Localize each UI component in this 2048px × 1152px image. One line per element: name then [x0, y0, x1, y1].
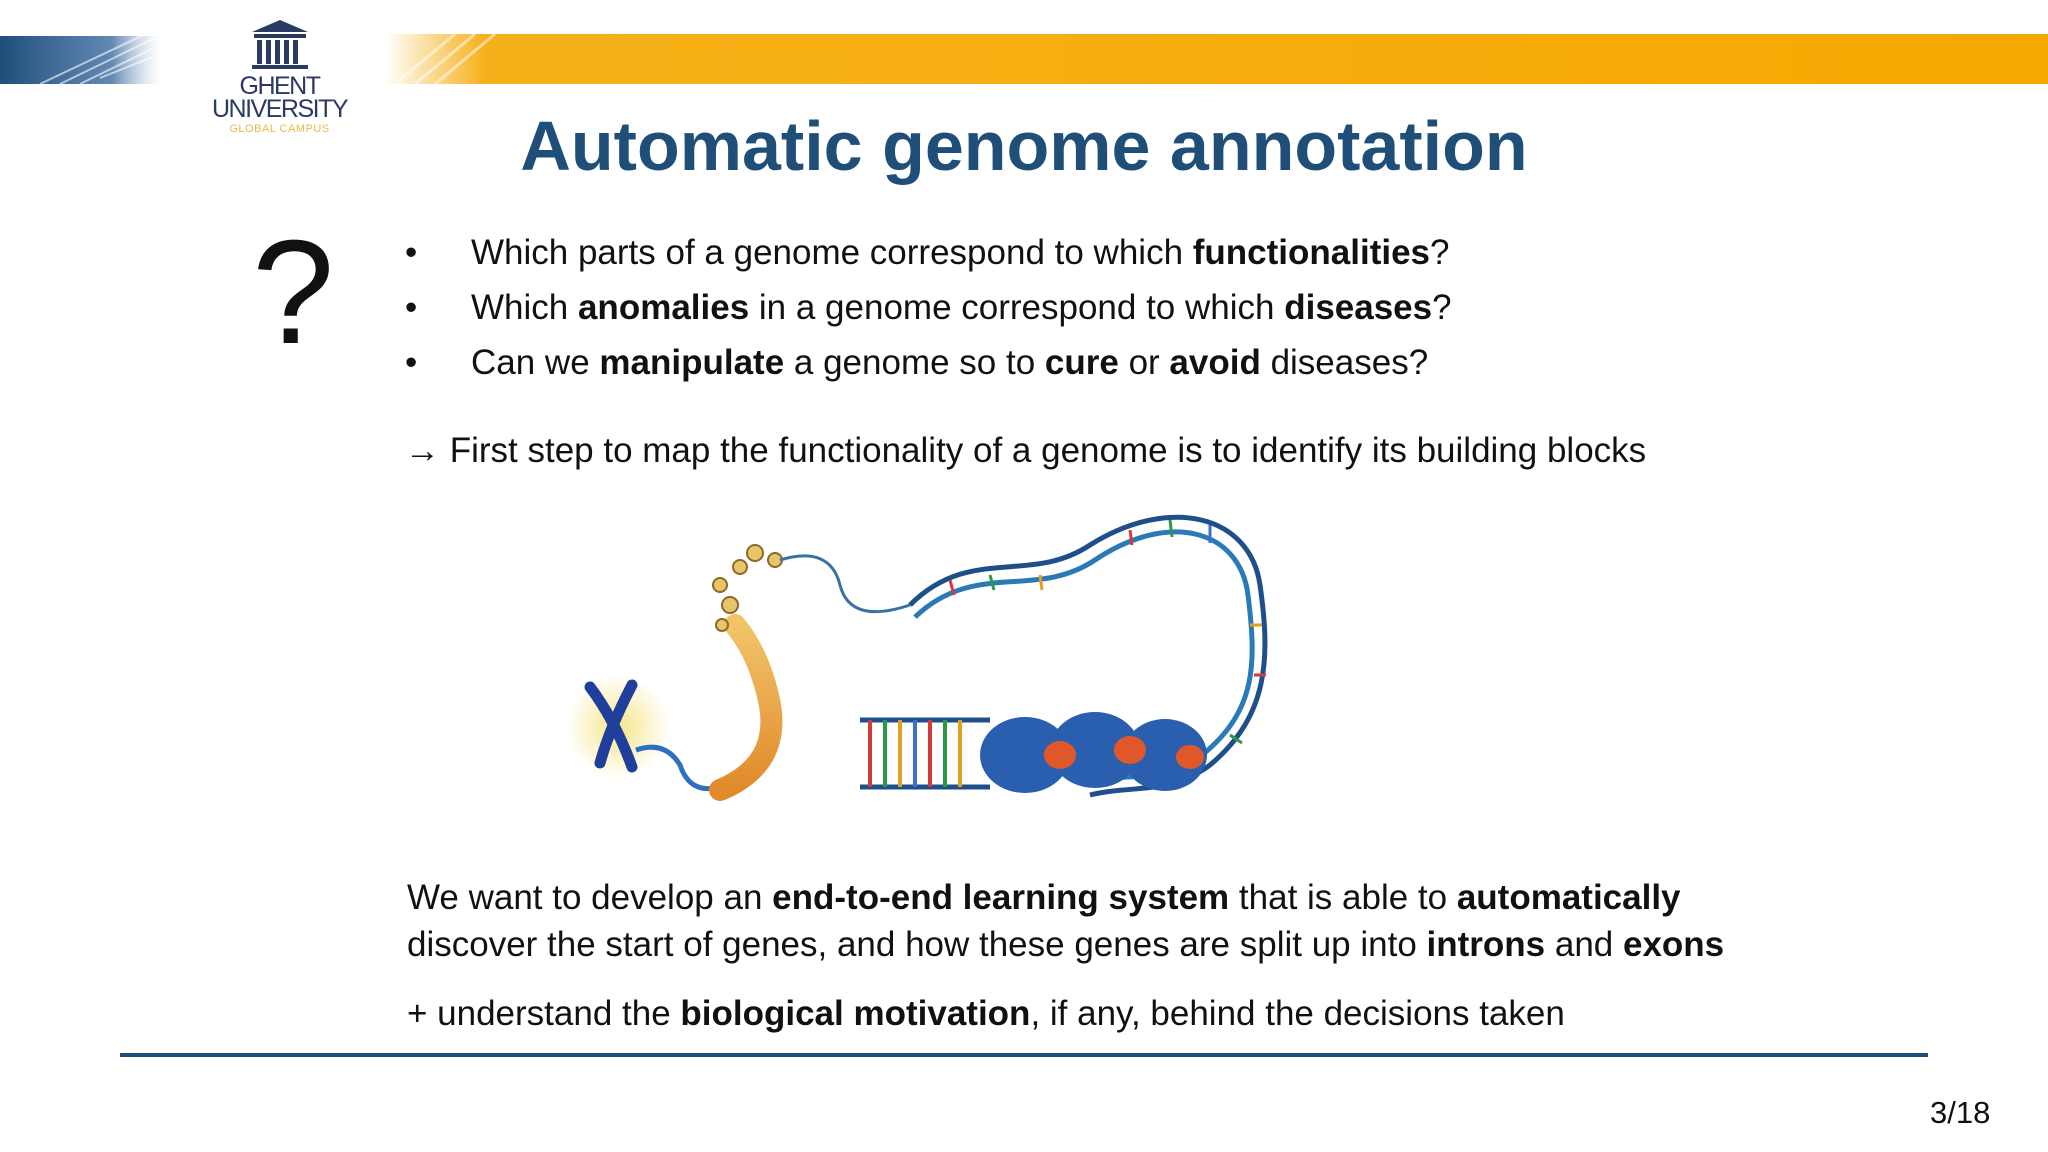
bold-text-run: anomalies	[577, 288, 750, 327]
text-run: that is able to	[1229, 878, 1457, 917]
ghent-university-logo: GHENT UNIVERSITY GLOBAL CAMPUS	[212, 18, 349, 143]
goal-statement-line-1: We want to develop an end-to-end learnin…	[407, 875, 1681, 921]
slide-title: Automatic genome annotation	[0, 104, 2048, 188]
bullet-text: Which anomalies in a genome correspond t…	[471, 288, 1452, 327]
bold-text-run: biological motivation	[680, 994, 1031, 1033]
logo-line-university: UNIVERSITY	[212, 95, 349, 123]
text-run: in a genome correspond to which	[749, 288, 1285, 327]
footer-divider	[120, 1053, 1928, 1057]
chromosome-x-shape	[584, 679, 638, 773]
bold-text-run: cure	[1044, 343, 1119, 382]
goal-statement-line-2: discover the start of genes, and how the…	[407, 922, 1724, 968]
text-run: ?	[1430, 233, 1450, 272]
nucleosome-beads	[712, 544, 783, 632]
text-run: Which	[471, 288, 578, 327]
logo-line-campus: GLOBAL CAMPUS	[229, 123, 330, 135]
bold-text-run: automatically	[1456, 878, 1681, 917]
text-run: diseases?	[1260, 343, 1429, 382]
bold-text-run: avoid	[1169, 343, 1261, 382]
question-bullet-list: • Which parts of a genome correspond to w…	[405, 225, 1905, 390]
dna-ladder-segment	[860, 717, 990, 790]
text-run: → First step to map the functionality of…	[405, 431, 1647, 470]
bullet-item: • Which parts of a genome correspond to w…	[405, 225, 1905, 280]
biological-motivation-statement: + understand the biological motivation, …	[407, 991, 1565, 1037]
chromosome-to-dna-illustration	[570, 514, 1268, 801]
university-building-icon	[251, 20, 308, 69]
bold-text-run: functionalities	[1192, 233, 1431, 272]
first-step-statement: → First step to map the functionality of…	[405, 428, 1646, 474]
blue-swoosh-decoration	[0, 31, 160, 85]
text-run: Can we	[471, 343, 600, 382]
bullet-item: • Can we manipulate a genome so to cure o…	[405, 335, 1905, 390]
bold-text-run: end-to-end learning system	[772, 878, 1230, 917]
text-run: and	[1545, 925, 1623, 964]
bold-text-run: exons	[1622, 925, 1725, 964]
logo-line-ghent: GHENT	[239, 72, 322, 100]
dna-thread	[779, 554, 911, 614]
text-run: We want to develop an	[407, 878, 773, 917]
bullet-dot: •	[405, 288, 418, 327]
bold-text-run: diseases	[1284, 288, 1433, 327]
page-number: 3/18	[1930, 1095, 1991, 1130]
bullet-dot: •	[405, 343, 418, 382]
coiled-chromatin	[709, 614, 783, 801]
text-run: , if any, behind the decisions taken	[1030, 994, 1565, 1033]
text-run: or	[1118, 343, 1170, 382]
bullet-dot: •	[405, 233, 418, 272]
text-run: ?	[1432, 288, 1452, 327]
chromatin-strand	[635, 744, 721, 792]
bold-text-run: introns	[1426, 925, 1546, 964]
bullet-text: Which parts of a genome correspond to wh…	[471, 233, 1449, 272]
bullet-item: • Which anomalies in a genome correspond …	[405, 280, 1905, 335]
text-run: discover the start of genes, and how the…	[407, 925, 1427, 964]
bold-text-run: manipulate	[599, 343, 785, 382]
text-run: Which parts of a genome correspond to wh…	[471, 233, 1193, 272]
nucleosome-cluster	[980, 712, 1207, 793]
slide-title-text: Automatic genome annotation	[520, 107, 1528, 185]
gold-header-bar	[385, 32, 2048, 86]
bullet-text: Can we manipulate a genome so to cure or…	[471, 343, 1428, 382]
text-run: + understand the	[407, 994, 681, 1033]
question-mark-glyph: ?	[252, 210, 335, 375]
text-run: a genome so to	[784, 343, 1045, 382]
